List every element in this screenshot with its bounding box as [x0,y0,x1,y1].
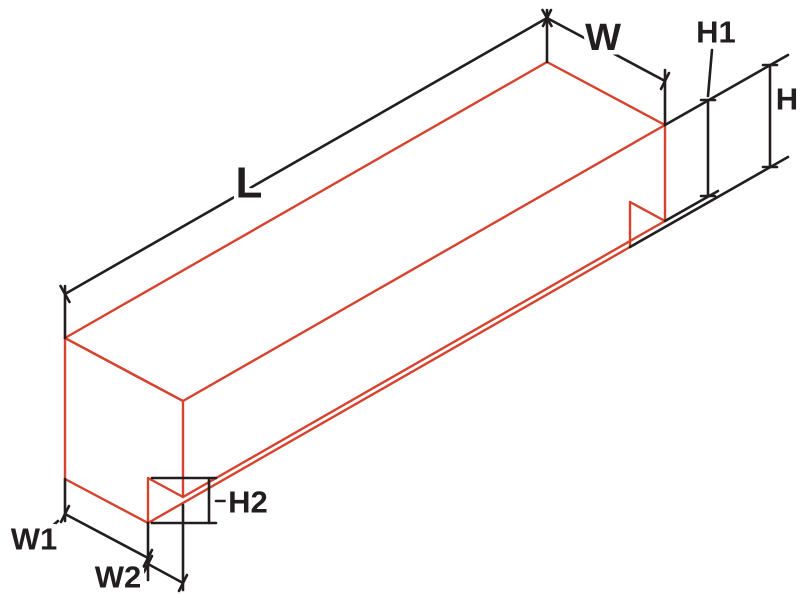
dim-w1-leader [46,519,60,532]
dimension-lines [46,8,790,593]
dim-w2-tick-left [142,554,154,574]
dim-width-step [133,503,189,593]
dim-h1-ext-top [663,53,790,127]
label-height-upper: H1 [696,15,736,50]
label-width: W [585,17,621,59]
dim-height-upper [663,48,790,223]
dim-w2-leader [133,564,147,573]
dim-width-tick-right [659,71,671,91]
label-width-base: W1 [11,522,58,557]
dim-w2-tick-right [177,573,189,593]
dim-width [541,8,671,127]
dim-w2-line [146,562,185,585]
left-end-face [63,336,185,525]
step-bottom-edge [146,245,632,525]
label-height-step: H2 [228,485,268,520]
dim-h-ext-bottom [628,155,790,249]
dim-width-base [46,477,154,582]
dim-length [59,8,553,340]
dim-width-line [545,16,667,83]
bar-shape [63,60,667,525]
dimension-labels: L W H1 H H2 W1 W2 [6,10,800,594]
front-bottom-edge [181,219,667,499]
label-length: L [236,159,263,208]
dim-length-tick-left [59,284,71,304]
dim-height-total [628,63,790,249]
label-height-total: H [776,82,798,117]
dim-w1-line [63,512,150,560]
dim-w1-tick-left [59,504,71,524]
dim-height-step [150,476,234,525]
top-face [63,60,667,403]
label-width-step: W2 [95,560,142,594]
dim-length-line [63,16,549,296]
dim-h1-leader [706,48,714,98]
dim-w1-tick-right [142,548,154,568]
dim-width-tick-left [541,8,553,28]
right-end-step [628,123,667,249]
